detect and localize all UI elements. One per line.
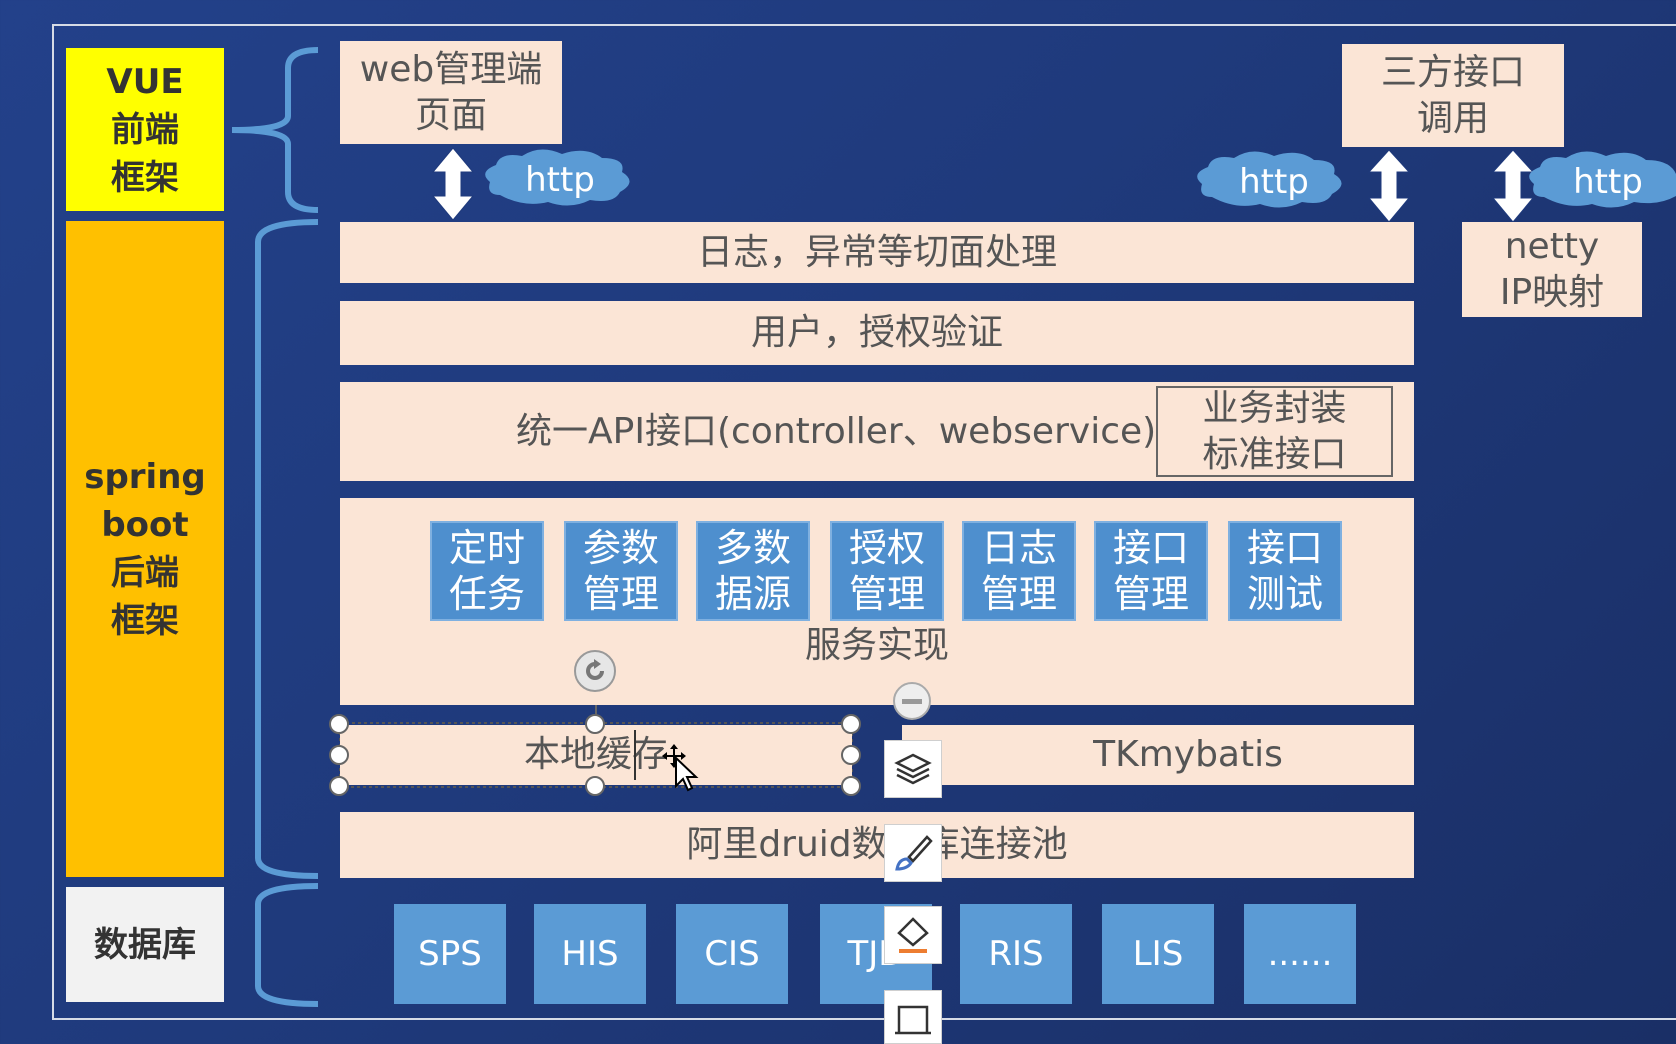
api-row: 统一API接口(controller、webservice) [340, 382, 1414, 481]
resize-handle[interactable] [329, 714, 349, 734]
fill-button[interactable] [884, 906, 942, 964]
slide-frame [52, 24, 1676, 1020]
web-admin-box: web管理端 页面 [340, 41, 562, 144]
double-arrow-icon [431, 147, 475, 221]
cloud-icon [485, 149, 630, 206]
double-arrow-icon [1491, 149, 1535, 223]
resize-handle[interactable] [841, 745, 861, 765]
cloud-icon [1197, 151, 1342, 208]
third-party-box: 三方接口 调用 [1342, 44, 1564, 147]
http-label: http [525, 160, 595, 200]
layers-button[interactable] [884, 740, 942, 798]
resize-handle[interactable] [329, 745, 349, 765]
tkmybatis-box: TKmybatis [902, 725, 1414, 785]
service-api-mgmt: 接口 管理 [1094, 521, 1208, 621]
cloud-icon [1529, 151, 1676, 208]
layers-icon [894, 753, 932, 785]
crop-button[interactable] [884, 990, 942, 1044]
minus-icon [902, 698, 922, 704]
api-row-label: 统一API接口(controller、webservice) [516, 410, 1157, 452]
resize-handle[interactable] [329, 776, 349, 796]
move-cursor-icon [662, 744, 699, 792]
text-caret [634, 730, 636, 780]
resize-handle[interactable] [585, 714, 605, 734]
resize-handle[interactable] [841, 776, 861, 796]
db-ris: RIS [960, 904, 1072, 1004]
http-label: http [1573, 162, 1643, 202]
rotate-icon [586, 659, 604, 680]
double-arrow-icon [1367, 149, 1411, 223]
brush-button[interactable] [884, 824, 942, 882]
db-lis: LIS [1102, 904, 1214, 1004]
db-his: HIS [534, 904, 646, 1004]
db-layer-label: 数据库 [66, 887, 224, 1002]
http-label: http [1239, 162, 1309, 202]
fill-bucket-icon [897, 917, 929, 953]
brush-icon [895, 835, 933, 871]
service-auth-mgmt: 授权 管理 [830, 521, 944, 621]
rotate-handle[interactable] [574, 650, 616, 692]
backend-bracket [255, 219, 319, 879]
db-cis: CIS [676, 904, 788, 1004]
db-more: ...... [1244, 904, 1356, 1004]
local-cache-box[interactable]: 本地缓存 [340, 725, 852, 785]
druid-row: 阿里druid数据库连接池 [340, 812, 1414, 878]
collapse-button[interactable] [893, 682, 931, 720]
service-scheduled-task: 定时 任务 [430, 521, 544, 621]
service-log-mgmt: 日志 管理 [962, 521, 1076, 621]
service-api-test: 接口 测试 [1228, 521, 1342, 621]
tkmybatis-label: TKmybatis [1093, 734, 1283, 775]
resize-handle[interactable] [585, 776, 605, 796]
vue-layer-label: VUE 前端 框架 [66, 48, 224, 211]
netty-box: netty IP映射 [1462, 222, 1642, 317]
biz-wrap-box: 业务封装 标准接口 [1156, 386, 1393, 477]
service-multi-datasource: 多数 据源 [696, 521, 810, 621]
service-param-mgmt: 参数 管理 [564, 521, 678, 621]
frontend-bracket [231, 47, 319, 213]
service-impl-label: 服务实现 [804, 625, 949, 666]
resize-handle[interactable] [841, 714, 861, 734]
crop-icon [895, 1005, 931, 1035]
spring-layer-label: spring boot 后端 框架 [66, 221, 224, 877]
database-bracket [255, 883, 319, 1007]
db-sps: SPS [394, 904, 506, 1004]
auth-row: 用户，授权验证 [340, 301, 1414, 365]
aspect-row: 日志，异常等切面处理 [340, 222, 1414, 283]
